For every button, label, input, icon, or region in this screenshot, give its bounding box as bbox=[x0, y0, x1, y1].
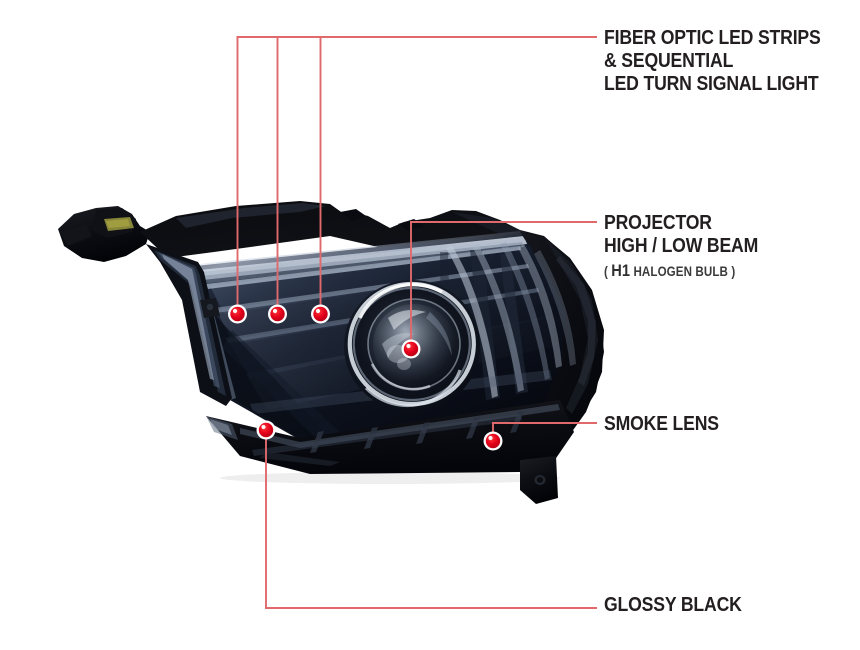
marker-projector[interactable] bbox=[401, 339, 421, 359]
headlight-assembly bbox=[58, 201, 604, 504]
callout-label-fiber-optic-led-strips: FIBER OPTIC LED STRIPS & SEQUENTIAL LED … bbox=[604, 26, 821, 96]
marker-fiber-1[interactable] bbox=[228, 304, 247, 324]
lower-bezel-glossy-black bbox=[206, 400, 574, 474]
marker-glossy-black[interactable] bbox=[256, 420, 276, 440]
callout-line: HIGH / LOW BEAM bbox=[604, 233, 759, 257]
callout-label-smoke-lens: SMOKE LENS bbox=[604, 412, 719, 436]
leader-fiber-optic bbox=[236, 36, 597, 308]
bulb-desc: HALOGEN BULB bbox=[630, 263, 732, 279]
sub-open-paren: ( bbox=[604, 263, 612, 279]
marker-smoke-lens[interactable] bbox=[483, 431, 503, 451]
callout-markers bbox=[228, 304, 503, 451]
marker-fiber-3[interactable] bbox=[311, 304, 330, 324]
leader-glossy-black bbox=[265, 432, 597, 609]
left-bezel-trim bbox=[146, 244, 232, 406]
right-housing bbox=[512, 232, 604, 470]
callout-line: LED TURN SIGNAL LIGHT bbox=[604, 71, 819, 95]
callout-line: GLOSSY BLACK bbox=[604, 593, 742, 616]
callout-label-glossy-black: GLOSSY BLACK bbox=[604, 593, 742, 617]
callout-line: PROJECTOR bbox=[604, 211, 712, 234]
leader-projector bbox=[410, 221, 597, 344]
left-mounting-tab bbox=[58, 206, 150, 262]
callout-line: & SEQUENTIAL bbox=[604, 48, 734, 72]
marker-fiber-2[interactable] bbox=[268, 304, 287, 324]
callout-line: FIBER OPTIC LED STRIPS bbox=[604, 26, 821, 49]
callout-sub-line: ( H1 HALOGEN BULB ) bbox=[604, 261, 758, 280]
sub-close-paren: ) bbox=[731, 263, 736, 279]
callout-label-projector-high-low-beam: PROJECTOR HIGH / LOW BEAM ( H1 HALOGEN B… bbox=[604, 211, 759, 280]
callout-line: SMOKE LENS bbox=[604, 412, 719, 435]
leader-lines bbox=[236, 36, 597, 609]
bulb-type: H1 bbox=[611, 260, 631, 280]
right-mounting-tab bbox=[520, 456, 558, 504]
